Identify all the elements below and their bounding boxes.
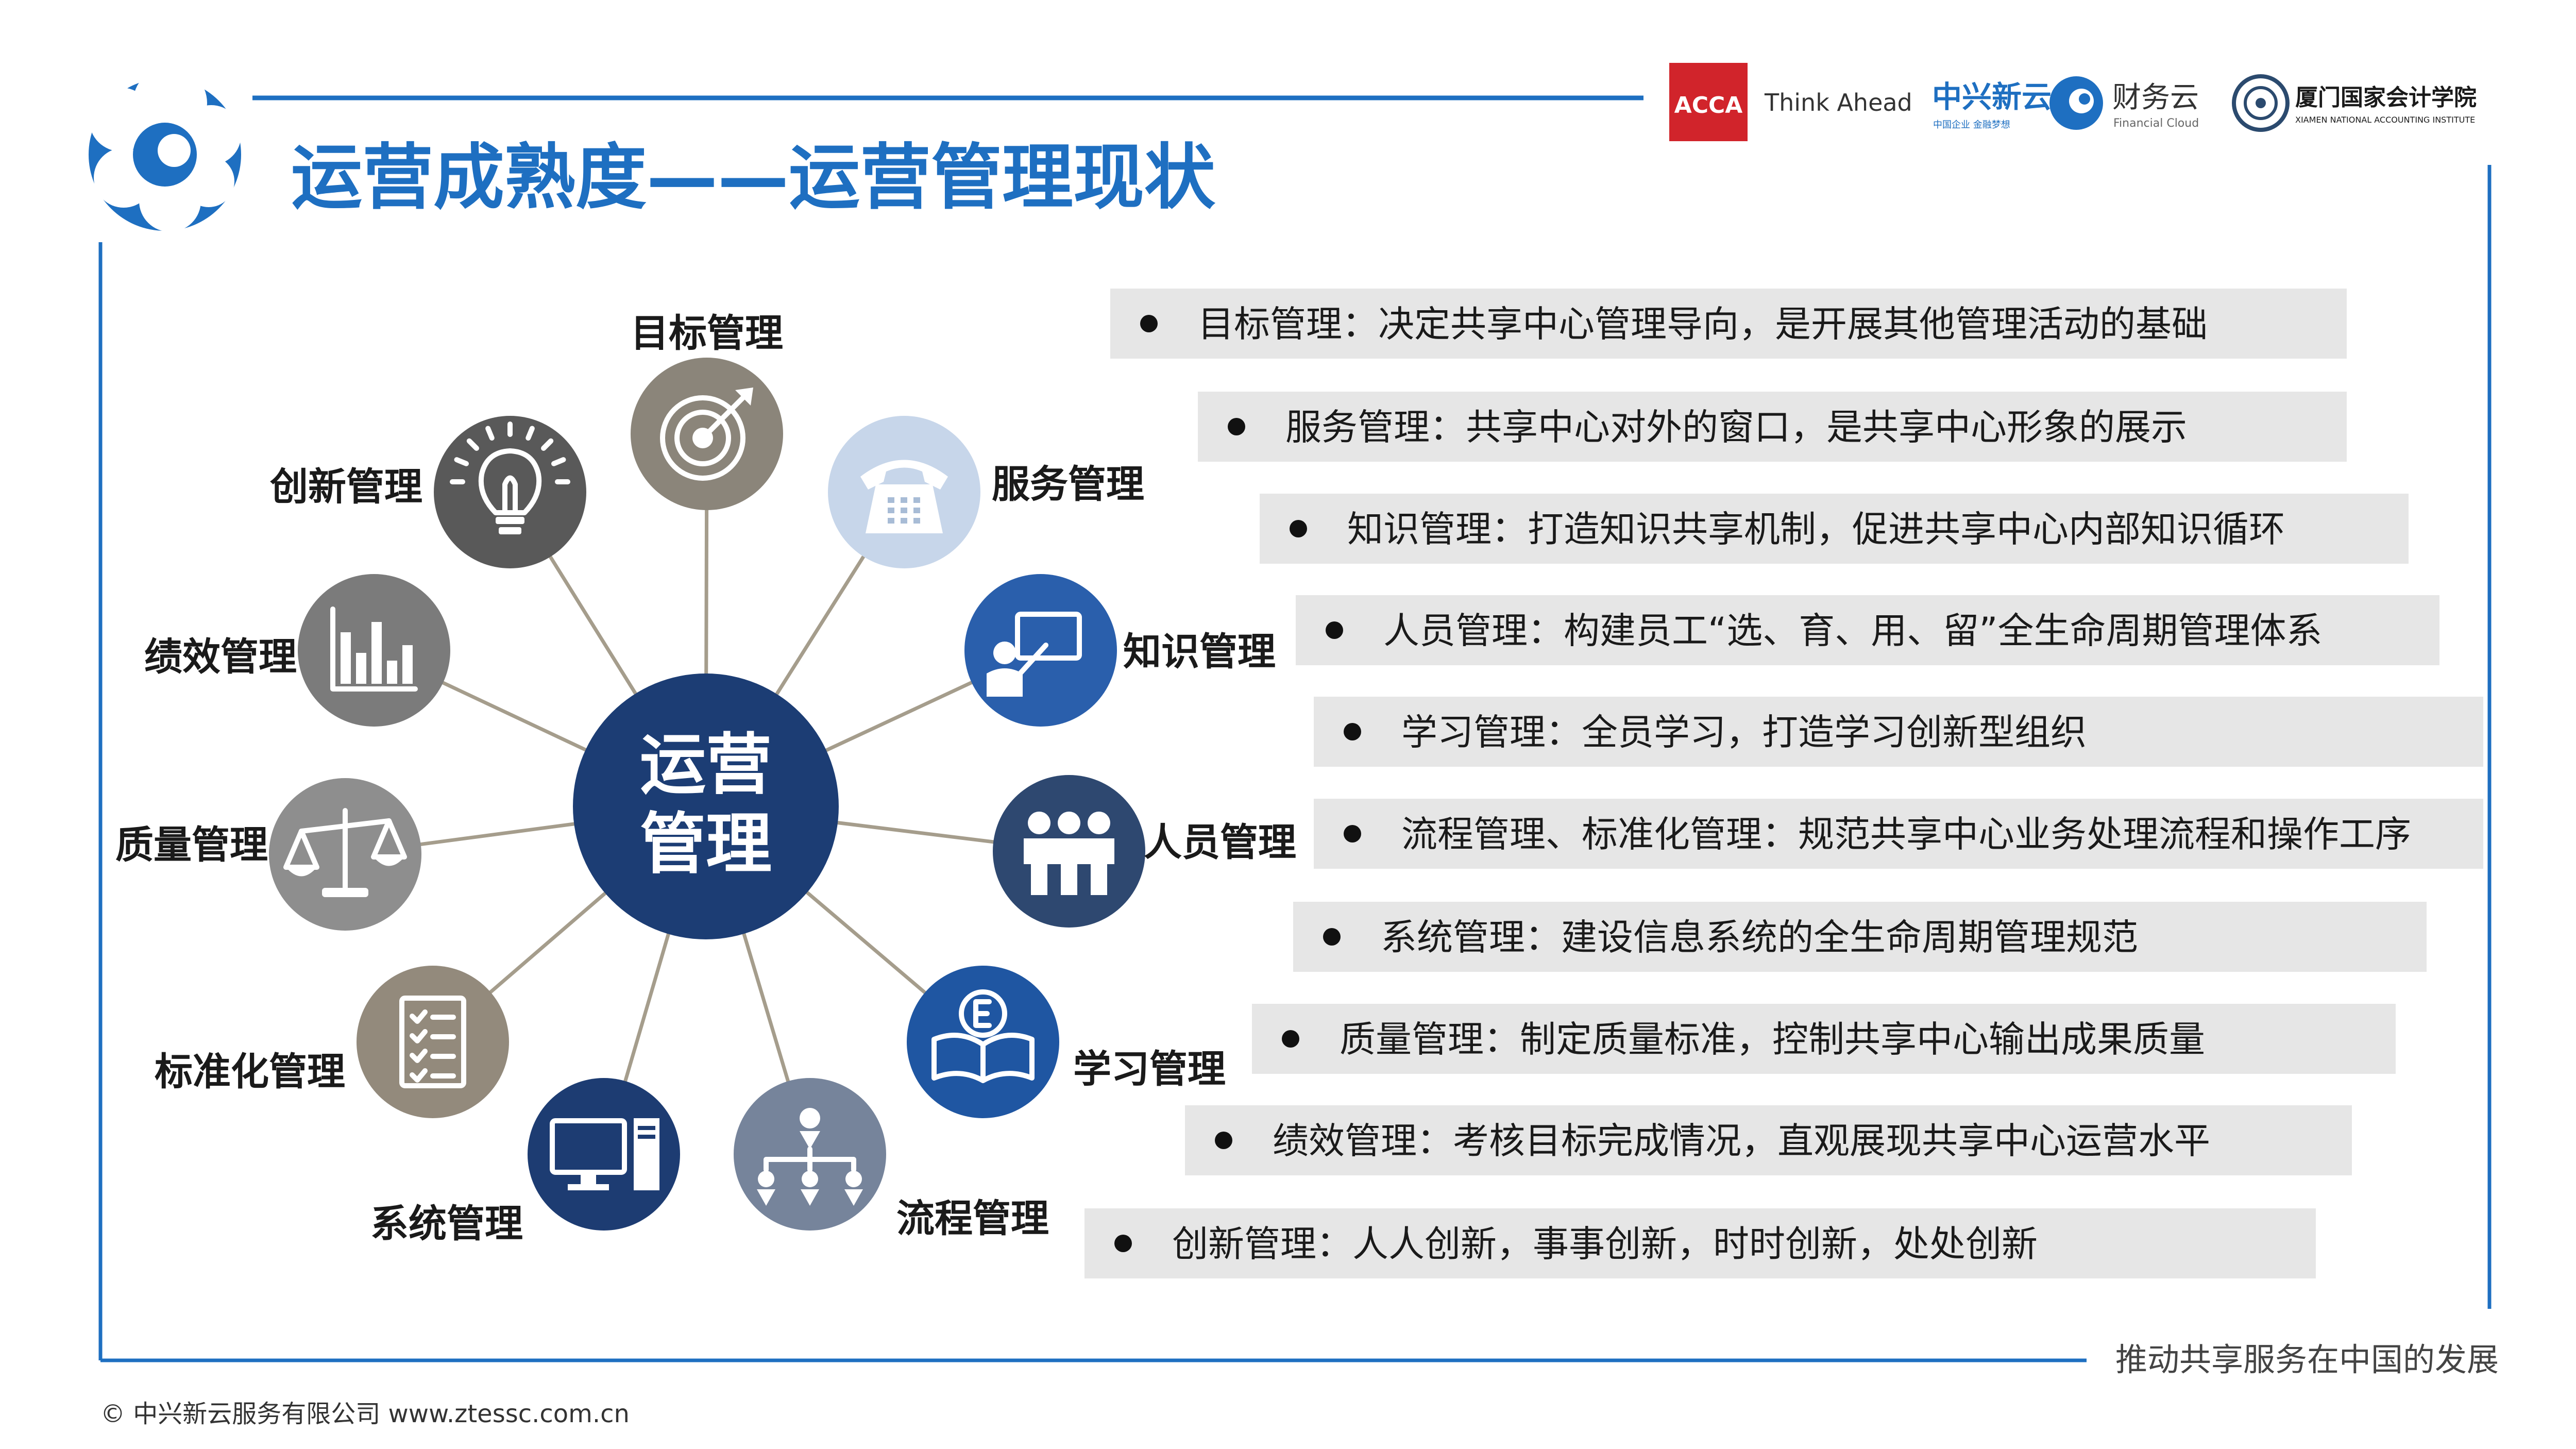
node-label-knowledge: 知识管理 <box>1123 630 1276 674</box>
node-process: 流程管理 <box>734 1078 1049 1241</box>
slide-title: 运营成熟度——运营管理现状 <box>291 136 1216 219</box>
svg-text:ACCA: ACCA <box>1674 92 1743 119</box>
node-people: 人员管理 <box>993 775 1296 928</box>
description-item: 服务管理：共享中心对外的窗口，是共享中心形象的展示 <box>1198 392 2347 462</box>
svg-text:厦门国家会计学院: 厦门国家会计学院 <box>2295 85 2477 111</box>
computer-icon <box>550 1118 659 1190</box>
node-goal: 目标管理 <box>631 311 783 510</box>
description-item: 流程管理、标准化管理：规范共享中心业务处理流程和操作工序 <box>1314 799 2483 869</box>
node-label-service: 服务管理 <box>992 462 1144 507</box>
description-text: 人员管理：构建员工“选、育、用、留”全生命周期管理体系 <box>1383 610 2323 652</box>
description-text: 学习管理：全员学习，打造学习创新型组织 <box>1401 711 2087 753</box>
node-label-process: 流程管理 <box>896 1197 1049 1241</box>
slide-frame <box>98 165 2492 1362</box>
node-label-performance: 绩效管理 <box>144 635 297 679</box>
node-label-system: 系统管理 <box>370 1202 523 1246</box>
zte-logo: 中兴新云 中国企业 金融梦想 财务云 Financial Cloud <box>1932 76 2199 130</box>
description-item: 质量管理：制定质量标准，控制共享中心输出成果质量 <box>1252 1004 2396 1074</box>
bullet-icon <box>1114 1235 1132 1252</box>
node-label-goal: 目标管理 <box>631 311 783 356</box>
node-label-standard: 标准化管理 <box>155 1050 345 1094</box>
description-item: 绩效管理：考核目标完成情况，直观展现共享中心运营水平 <box>1185 1105 2352 1175</box>
node-innovation: 创新管理 <box>269 416 586 568</box>
node-standard: 标准化管理 <box>155 966 509 1118</box>
description-item: 学习管理：全员学习，打造学习创新型组织 <box>1314 697 2483 767</box>
bullet-icon <box>1228 418 1245 435</box>
description-item: 人员管理：构建员工“选、育、用、留”全生命周期管理体系 <box>1296 595 2439 665</box>
bullet-icon <box>1323 928 1341 946</box>
description-item: 目标管理：决定共享中心管理导向，是开展其他管理活动的基础 <box>1110 289 2347 359</box>
description-item: 创新管理：人人创新，事事创新，时时创新，处处创新 <box>1084 1208 2316 1278</box>
bullet-icon <box>1140 315 1158 332</box>
tagline: 推动共享服务在中国的发展 <box>2115 1341 2499 1378</box>
acca-logo: ACCA Think Ahead <box>1669 63 1912 141</box>
svg-text:中国企业 金融梦想: 中国企业 金融梦想 <box>1933 120 2010 130</box>
bullet-icon <box>1215 1132 1232 1149</box>
org-chart-icon <box>757 1108 863 1206</box>
node-label-learning: 学习管理 <box>1073 1047 1226 1091</box>
node-label-people: 人员管理 <box>1144 820 1296 865</box>
description-text: 创新管理：人人创新，事事创新，时时创新，处处创新 <box>1172 1223 2038 1265</box>
center-hub: 运营 管理 <box>573 673 839 939</box>
svg-text:XIAMEN NATIONAL ACCOUNTING INS: XIAMEN NATIONAL ACCOUNTING INSTITUTE <box>2295 115 2475 125</box>
book-icon <box>931 989 1035 1083</box>
node-performance: 绩效管理 <box>144 574 450 727</box>
node-service: 服务管理 <box>828 416 1144 568</box>
company-logo <box>89 66 241 232</box>
lightbulb-icon <box>450 422 570 534</box>
svg-text:Financial Cloud: Financial Cloud <box>2113 117 2199 130</box>
node-learning: 学习管理 <box>907 966 1226 1118</box>
center-label-line2: 管理 <box>640 806 772 883</box>
description-list: 目标管理：决定共享中心管理导向，是开展其他管理活动的基础服务管理：共享中心对外的… <box>1084 289 2483 1278</box>
bullet-icon <box>1344 723 1361 740</box>
scale-icon <box>283 808 407 897</box>
node-knowledge: 知识管理 <box>964 574 1276 727</box>
checklist-icon <box>399 996 466 1088</box>
description-text: 知识管理：打造知识共享机制，促进共享中心内部知识循环 <box>1347 508 2285 550</box>
node-label-innovation: 创新管理 <box>269 465 422 509</box>
node-label-quality: 质量管理 <box>115 823 268 867</box>
bullet-icon <box>1282 1030 1299 1048</box>
bullet-icon <box>1344 825 1361 843</box>
center-label-line1: 运营 <box>640 727 772 803</box>
xnai-logo: 厦门国家会计学院 XIAMEN NATIONAL ACCOUNTING INST… <box>2232 74 2477 132</box>
description-text: 绩效管理：考核目标完成情况，直观展现共享中心运营水平 <box>1273 1120 2210 1162</box>
footer-copyright: © 中兴新云服务有限公司 www.ztessc.com.cn <box>100 1400 630 1428</box>
node-system: 系统管理 <box>370 1078 680 1246</box>
node-quality: 质量管理 <box>115 778 421 931</box>
svg-text:财务云: 财务云 <box>2112 81 2199 114</box>
description-item: 系统管理：建设信息系统的全生命周期管理规范 <box>1293 902 2427 972</box>
bullet-icon <box>1290 520 1307 537</box>
bullet-icon <box>1326 621 1343 639</box>
description-text: 流程管理、标准化管理：规范共享中心业务处理流程和操作工序 <box>1401 813 2411 855</box>
people-icon <box>1024 812 1114 895</box>
bar-chart-icon <box>330 606 418 692</box>
description-text: 目标管理：决定共享中心管理导向，是开展其他管理活动的基础 <box>1198 303 2208 345</box>
header: 运营成熟度——运营管理现状 ACCA Think Ahead 中兴新云 中国企业… <box>89 63 2477 232</box>
acca-slogan: Think Ahead <box>1764 89 1912 116</box>
svg-text:中兴新云: 中兴新云 <box>1932 79 2052 114</box>
telephone-icon <box>860 460 948 533</box>
presentation-icon <box>987 612 1082 697</box>
target-icon <box>660 387 753 481</box>
description-item: 知识管理：打造知识共享机制，促进共享中心内部知识循环 <box>1260 494 2409 564</box>
description-text: 服务管理：共享中心对外的窗口，是共享中心形象的展示 <box>1285 406 2187 448</box>
description-text: 系统管理：建设信息系统的全生命周期管理规范 <box>1381 916 2138 958</box>
description-text: 质量管理：制定质量标准，控制共享中心输出成果质量 <box>1340 1018 2205 1060</box>
